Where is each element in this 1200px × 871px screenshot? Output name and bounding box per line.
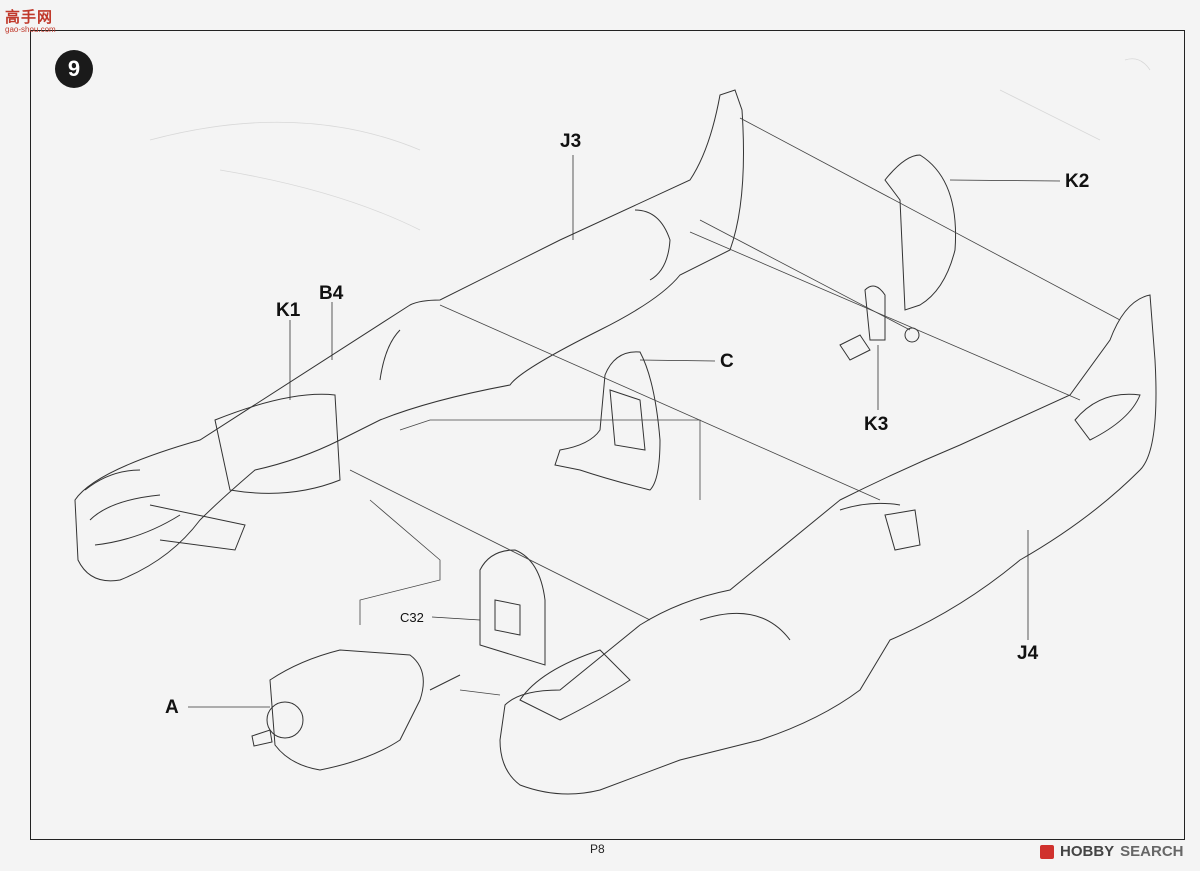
watermark-brand-2: SEARCH [1120, 843, 1184, 860]
part-label-k1: K1 [276, 300, 301, 321]
fuselage-half-j4 [499, 294, 1157, 795]
page-number: P8 [590, 842, 605, 856]
seat-c [554, 351, 661, 491]
part-label-j3: J3 [560, 131, 582, 152]
part-label-a: A [165, 697, 179, 718]
fuselage-half-j3 [74, 89, 744, 582]
controls-k3 [839, 285, 920, 361]
watermark-bottom: HOBBY SEARCH [1040, 843, 1184, 860]
part-label-k3: K3 [864, 414, 889, 435]
step-number-badge: 9 [55, 50, 93, 88]
watermark-logo-icon [1040, 844, 1054, 859]
bulkhead-c32 [479, 549, 546, 666]
rudder-k2 [884, 154, 957, 311]
part-label-k2: K2 [1065, 171, 1090, 192]
watermark-top-sub: gao-shou.com [5, 25, 56, 34]
leader-lines [188, 155, 1061, 708]
part-label-c32: C32 [400, 610, 424, 625]
instruction-frame [30, 30, 1185, 840]
part-label-c: C [720, 351, 734, 372]
part-label-b4: B4 [319, 283, 344, 304]
watermark-brand: HOBBY [1060, 843, 1115, 860]
watermark-top: 高手网 [5, 9, 54, 26]
part-label-j4: J4 [1017, 643, 1039, 664]
engine-a [251, 649, 461, 771]
assembly-guide-lines [349, 117, 1121, 696]
bleed-through [149, 58, 1151, 231]
